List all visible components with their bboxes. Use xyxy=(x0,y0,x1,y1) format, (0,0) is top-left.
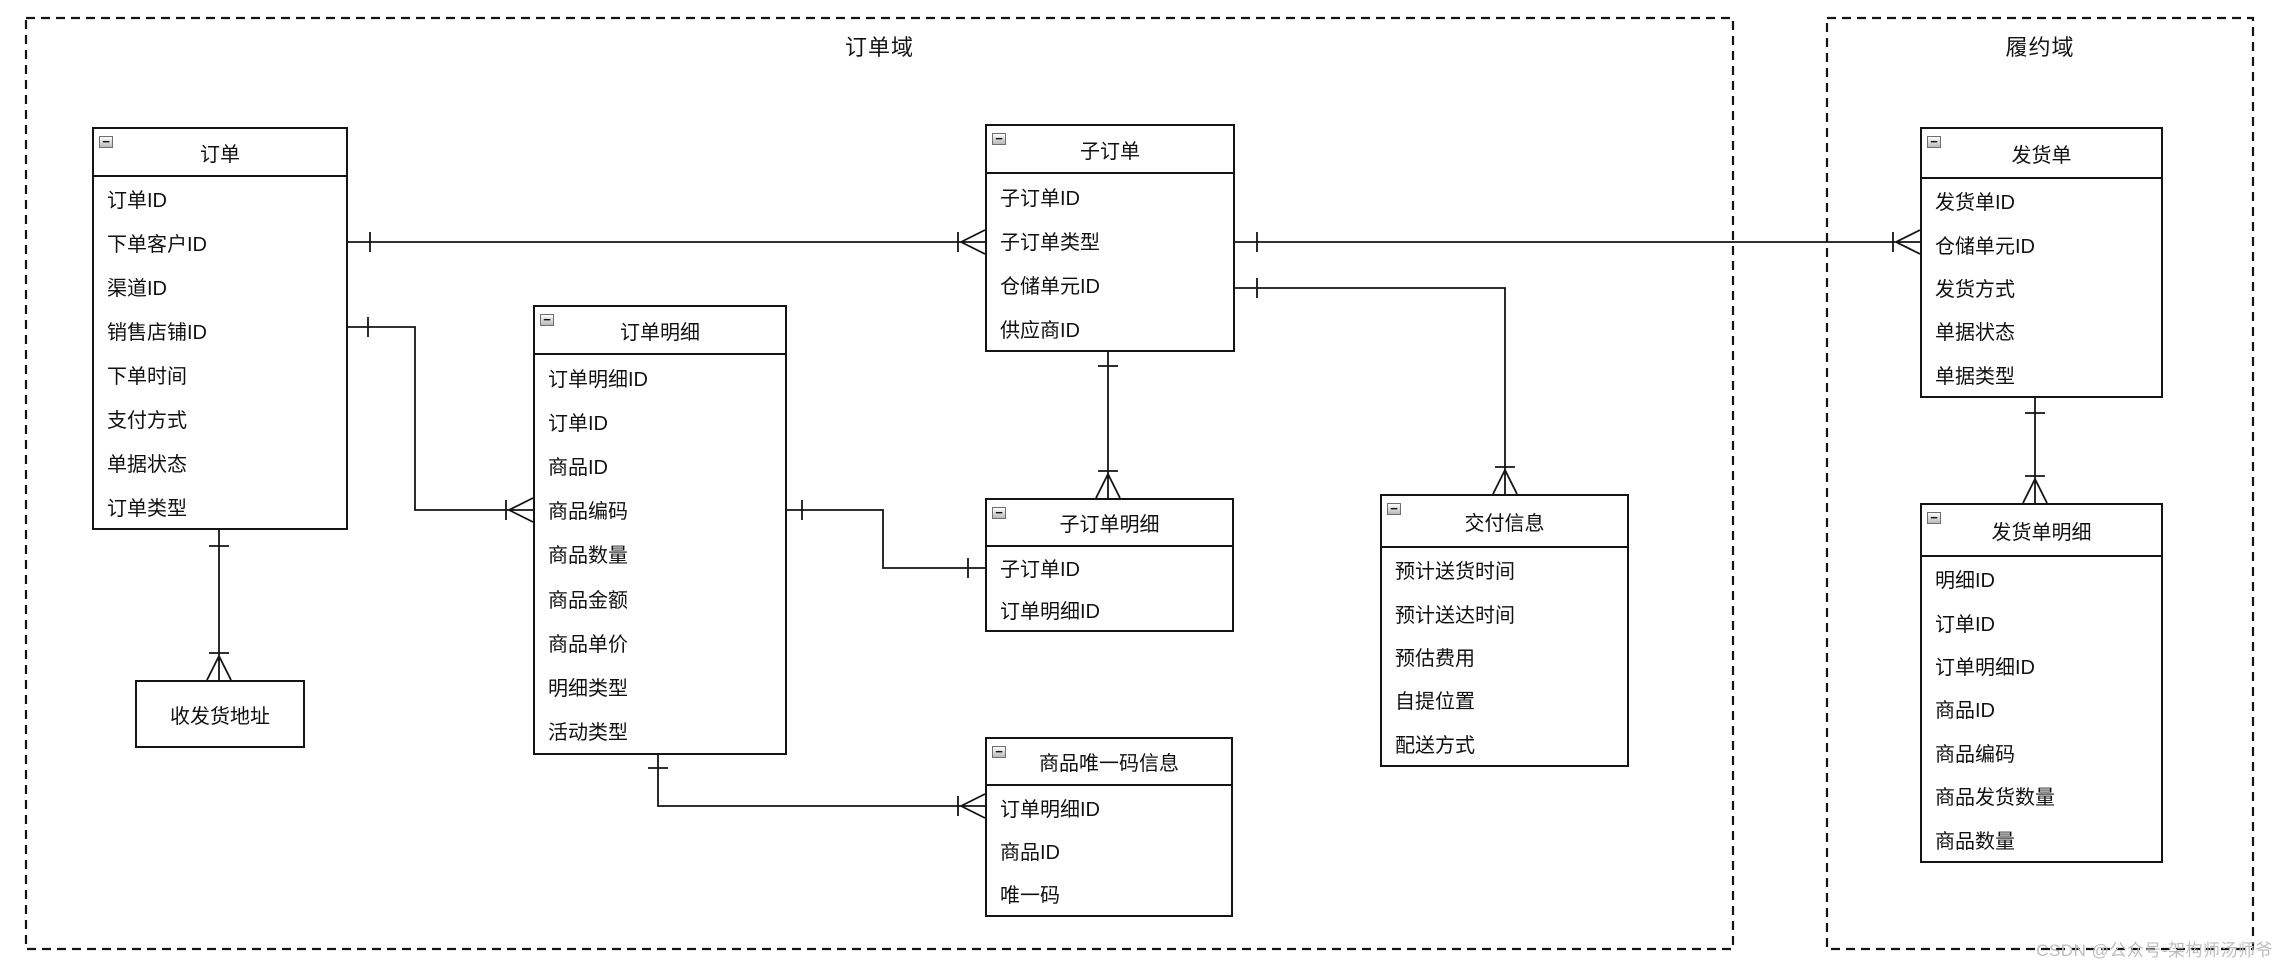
entity-sub-order[interactable]: − 子订单子订单ID 子订单类型仓储单元ID 供应商ID xyxy=(985,124,1235,352)
entity-field: 预计送达时间 xyxy=(1395,604,1515,627)
entity-title-bar[interactable]: − 商品唯一码信息 xyxy=(987,739,1231,786)
collapse-minus-icon[interactable]: − xyxy=(1927,511,1941,524)
entity-shipment[interactable]: − 发货单发货单ID 仓储单元ID 发货方式单据状态单据类型 xyxy=(1920,127,2163,398)
entity-field: 发货单ID xyxy=(1935,192,2015,215)
entity-field: 渠道ID xyxy=(107,278,167,301)
entity-field: 配送方式 xyxy=(1395,734,1475,757)
entity-field: 订单ID xyxy=(107,190,167,213)
entity-title-bar[interactable]: − 交付信息 xyxy=(1382,496,1627,548)
entity-field: 订单明细ID xyxy=(1000,600,1100,623)
entity-field: 商品ID xyxy=(548,457,608,480)
entity-field: 预计送货时间 xyxy=(1395,561,1515,584)
entity-order-detail[interactable]: − 订单明细订单明细ID 订单ID 商品ID 商品编码商品数量商品金额商品单价明细类型活… xyxy=(533,305,787,755)
entity-field: 仓储单元ID xyxy=(1935,235,2035,258)
entity-field: 商品ID xyxy=(1000,842,1060,864)
entity-delivery-info[interactable]: − 交付信息预计送货时间预计送达时间预估费用自提位置配送方式 xyxy=(1380,494,1629,767)
entity-title: 发货单 xyxy=(2011,144,2072,167)
entity-field: 商品编码 xyxy=(548,501,628,524)
entity-shipping-address[interactable]: 收发货地址 xyxy=(135,680,305,748)
entity-title: 交付信息 xyxy=(1464,512,1545,535)
entity-field: 子订单ID xyxy=(1000,187,1080,210)
entity-field: 订单ID xyxy=(1935,613,1995,636)
entity-title-bar[interactable]: − 子订单 xyxy=(987,126,1233,174)
entity-field: 商品金额 xyxy=(548,589,628,612)
entity-field: 子订单ID xyxy=(1000,559,1080,582)
collapse-minus-icon[interactable]: − xyxy=(992,745,1006,758)
collapse-minus-icon[interactable]: − xyxy=(992,132,1006,145)
entity-field: 商品发货数量 xyxy=(1935,787,2055,810)
entity-field: 销售店铺ID xyxy=(107,322,207,345)
domain-order-label: 订单域 xyxy=(844,35,915,60)
entity-shipment-detail[interactable]: − 发货单明细明细ID 订单ID 订单明细ID 商品ID 商品编码商品发货数量商品数量 xyxy=(1920,503,2163,863)
collapse-minus-icon[interactable]: − xyxy=(99,135,113,148)
entity-title: 子订单 xyxy=(1080,140,1140,163)
entity-title: 订单 xyxy=(200,143,240,166)
entity-field: 单据状态 xyxy=(1935,322,2015,345)
entity-field: 明细ID xyxy=(1935,570,1995,593)
entity-sub-order-detail[interactable]: − 子订单明细子订单ID 订单明细ID xyxy=(985,498,1234,632)
entity-title: 子订单明细 xyxy=(1059,514,1160,536)
domain-fulfillment-label: 履约域 xyxy=(2005,35,2075,60)
entity-field: 商品ID xyxy=(1935,700,1995,723)
entity-field: 子订单类型 xyxy=(1000,231,1100,254)
entity-field: 订单明细ID xyxy=(1000,799,1100,821)
collapse-minus-icon[interactable]: − xyxy=(540,313,554,326)
entity-field: 支付方式 xyxy=(107,409,187,432)
entity-field: 下单客户ID xyxy=(107,234,207,257)
entity-title: 订单明细 xyxy=(620,321,700,344)
entity-product-unique-code[interactable]: − 商品唯一码信息订单明细ID 商品ID 唯一码 xyxy=(985,737,1233,917)
entity-field: 订单明细ID xyxy=(548,368,648,391)
entity-field: 单据类型 xyxy=(1935,365,2015,388)
collapse-minus-icon[interactable]: − xyxy=(1387,502,1401,515)
entity-field: 订单明细ID xyxy=(1935,657,2035,680)
entity-field: 单据状态 xyxy=(107,453,187,476)
entity-field: 预估费用 xyxy=(1395,647,1475,670)
collapse-minus-icon[interactable]: − xyxy=(992,506,1006,519)
entity-field: 订单类型 xyxy=(107,497,187,520)
entity-field: 发货方式 xyxy=(1935,278,2015,301)
entity-order[interactable]: − 订单订单ID 下单客户ID 渠道ID 销售店铺ID 下单时间支付方式单据状态订单类型 xyxy=(92,127,348,530)
entity-field: 订单ID xyxy=(548,412,608,435)
entity-title: 发货单明细 xyxy=(1991,521,2092,544)
entity-field: 下单时间 xyxy=(107,365,187,388)
entity-field: 仓储单元ID xyxy=(1000,275,1100,298)
entity-title-bar[interactable]: − 订单明细 xyxy=(535,307,785,355)
entity-title: 收发货地址 xyxy=(170,705,270,728)
entity-field: 自提位置 xyxy=(1395,691,1475,714)
watermark: CSDN @公众号-架构师汤师爷 xyxy=(2036,941,2273,960)
entity-title-bar[interactable]: − 发货单 xyxy=(1922,129,2161,179)
domain-order: 订单域 xyxy=(26,18,1733,949)
entity-field: 唯一码 xyxy=(1000,885,1060,907)
entity-field: 商品数量 xyxy=(548,545,628,568)
entity-field: 商品数量 xyxy=(1935,830,2015,853)
entity-field: 商品编码 xyxy=(1935,743,2015,766)
entity-field: 商品单价 xyxy=(548,633,628,656)
entity-title-bar[interactable]: − 发货单明细 xyxy=(1922,505,2161,557)
entity-field: 供应商ID xyxy=(1000,319,1080,342)
entity-title-bar[interactable]: − 子订单明细 xyxy=(987,500,1232,547)
entity-title-bar[interactable]: − 订单 xyxy=(94,129,346,177)
entity-title: 商品唯一码信息 xyxy=(1039,753,1179,775)
entity-field: 活动类型 xyxy=(548,722,628,745)
domain-fulfillment: 履约域 xyxy=(1827,18,2253,949)
entity-field: 明细类型 xyxy=(548,678,628,701)
collapse-minus-icon[interactable]: − xyxy=(1927,135,1941,148)
